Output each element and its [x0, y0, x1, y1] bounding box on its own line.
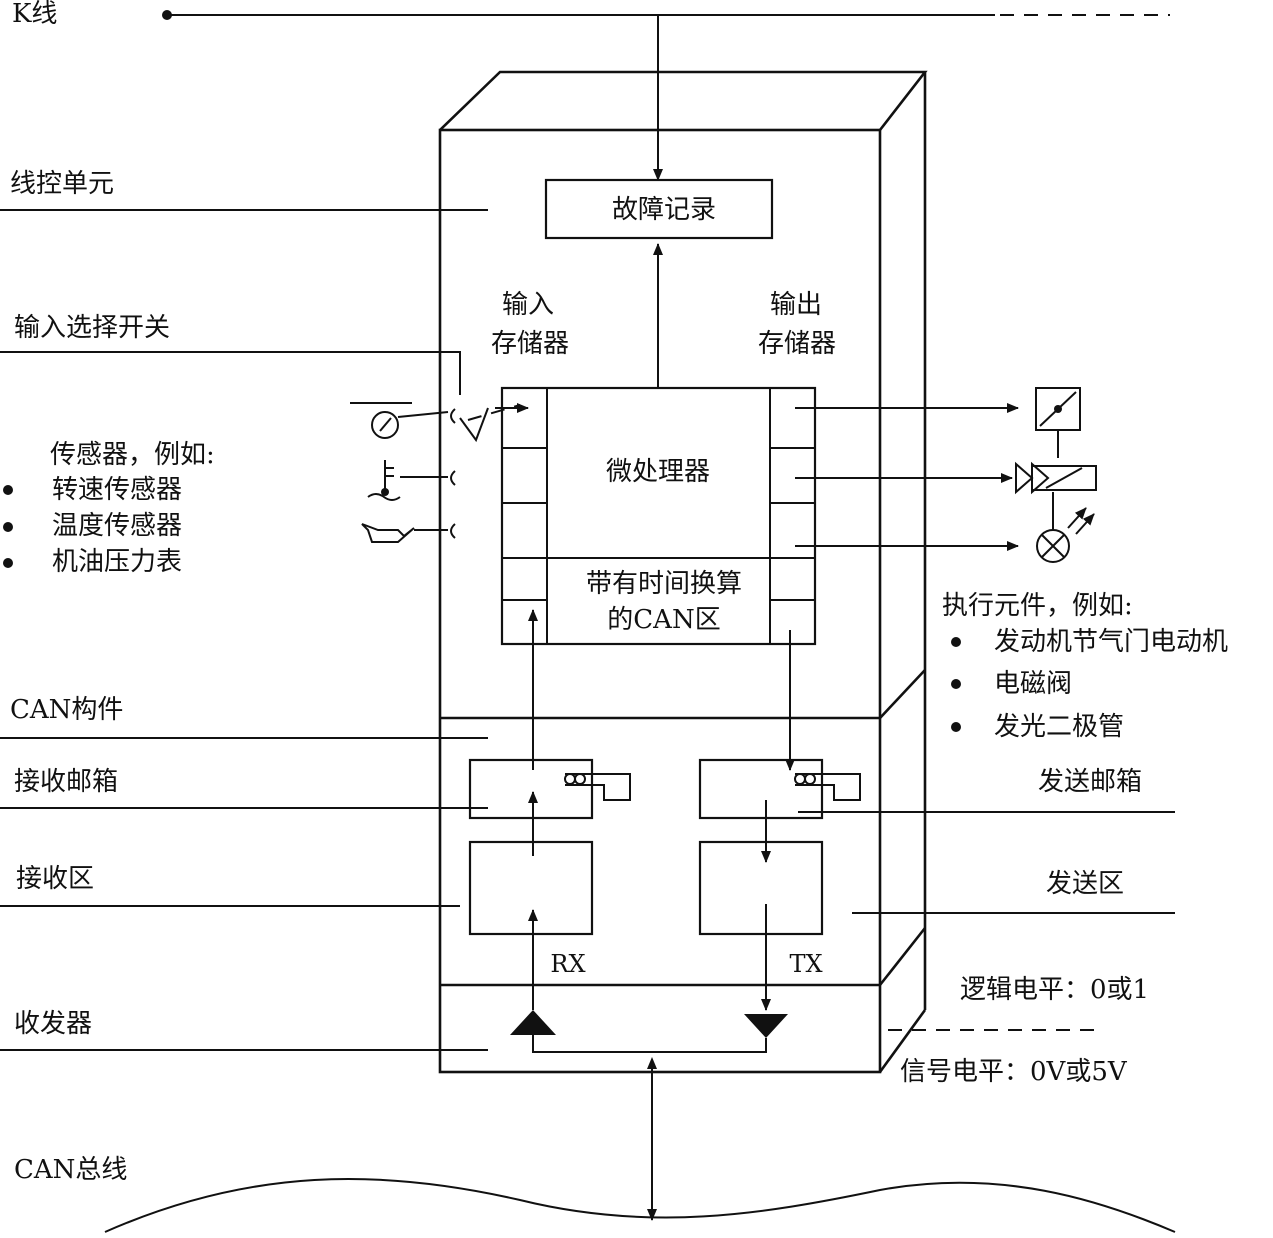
fault-record-label: 故障记录	[612, 195, 716, 225]
receive-area-box	[468, 840, 594, 936]
actuator-outputs	[795, 387, 1097, 563]
rx-label: RX	[550, 950, 585, 978]
bullet-icon	[3, 558, 13, 568]
send-mailbox-label: 发送邮箱	[1038, 767, 1142, 797]
fault-record-box: 故障记录	[544, 178, 774, 240]
transceiver-link	[532, 1035, 767, 1053]
bullet-icon	[951, 722, 961, 732]
receive-area-label: 接收区	[16, 864, 94, 894]
signal-level-label: 信号电平：0V或5V	[900, 1057, 1128, 1087]
can-component-label: CAN构件	[10, 695, 123, 725]
bullet-icon	[951, 637, 961, 647]
input-memory-label-2: 存储器	[491, 329, 569, 359]
line-control-unit-label: 线控单元	[10, 169, 114, 199]
solenoid-valve-icon	[1015, 461, 1097, 495]
led-icon	[1036, 492, 1095, 563]
receive-mailbox-label: 接收邮箱	[14, 767, 118, 797]
input-memory-label-1: 输入	[502, 290, 554, 320]
k-line	[162, 10, 1170, 181]
send-area-label: 发送区	[1046, 869, 1124, 899]
microprocessor-block: 微处理器 带有时间换算 的CAN区	[500, 386, 817, 646]
sensor-symbols	[350, 402, 529, 543]
rx-path: RX	[510, 609, 586, 1035]
input-select-switch-label: 输入选择开关	[14, 313, 170, 343]
sensors-title: 传感器，例如:	[50, 440, 215, 470]
thermometer-icon	[367, 460, 401, 501]
output-memory-label-1: 输出	[770, 290, 822, 320]
send-area-box	[698, 840, 824, 936]
can-area-label-2: 的CAN区	[607, 605, 720, 635]
output-memory-label-2: 存储器	[758, 329, 836, 359]
actuator-item-1: 发动机节气门电动机	[994, 627, 1228, 657]
actuator-item-3: 发光二极管	[994, 712, 1124, 742]
sensor-item-1: 转速传感器	[52, 475, 182, 505]
send-mailbox-box	[698, 758, 861, 820]
can-bus-line	[104, 1178, 1176, 1233]
receive-mailbox-box	[468, 758, 631, 820]
bullet-icon	[951, 679, 961, 689]
sensor-item-3: 机油压力表	[52, 547, 182, 577]
tx-label: TX	[789, 950, 822, 978]
microprocessor-label: 微处理器	[606, 457, 710, 487]
k-line-label: K线	[12, 0, 57, 29]
transceiver-label: 收发器	[14, 1009, 92, 1039]
logic-level-label: 逻辑电平：0或1	[960, 975, 1149, 1005]
gauge-icon	[371, 411, 399, 439]
actuators-title: 执行元件，例如:	[942, 591, 1133, 621]
bullet-icon	[3, 522, 13, 532]
oil-can-icon	[361, 523, 415, 543]
actuator-item-2: 电磁阀	[994, 669, 1072, 699]
sensor-item-2: 温度传感器	[52, 511, 182, 541]
can-bus-label: CAN总线	[14, 1155, 127, 1185]
can-area-label-1: 带有时间换算	[586, 569, 742, 599]
control-unit-housing	[438, 70, 928, 1074]
bullet-icon	[3, 485, 13, 495]
tx-path: TX	[744, 630, 823, 1038]
